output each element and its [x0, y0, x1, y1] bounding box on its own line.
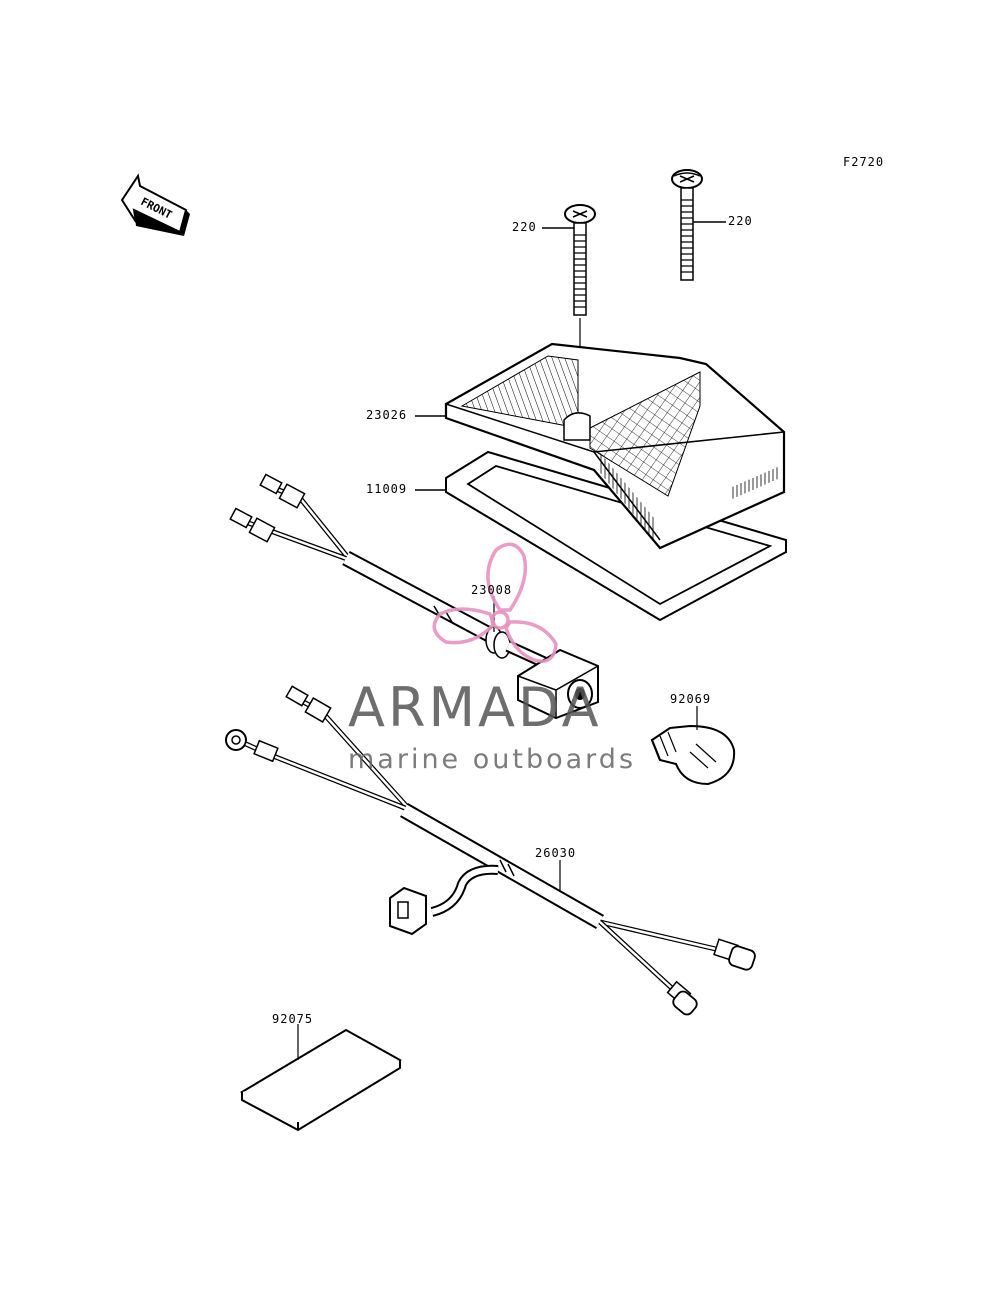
socket-assembly-icon	[229, 473, 599, 720]
front-arrow-icon: FRONT	[120, 173, 190, 236]
figure-code: F2720	[843, 155, 885, 169]
bolt-right-icon	[671, 169, 703, 281]
part-label-cover[interactable]: 23026	[366, 408, 408, 422]
part-label-pad[interactable]: 92075	[272, 1012, 314, 1026]
part-label-harness[interactable]: 26030	[535, 846, 577, 860]
watermark-subtitle: marine outboards	[348, 744, 637, 775]
part-label-bulb[interactable]: 92069	[670, 692, 712, 706]
watermark-title: ARMADA	[348, 676, 602, 739]
gasket-icon	[445, 450, 787, 622]
lamp-cover-icon	[444, 342, 786, 550]
pad-icon	[239, 1028, 402, 1132]
watermark-logo-icon	[432, 542, 558, 663]
part-label-bolt-left[interactable]: 220	[512, 220, 537, 234]
bulb-icon	[650, 724, 736, 786]
wire-harness-icon	[225, 685, 756, 1016]
part-label-gasket[interactable]: 11009	[366, 482, 408, 496]
part-label-socket[interactable]: 23008	[471, 583, 513, 597]
bolt-left-icon	[564, 204, 596, 316]
part-label-bolt-right[interactable]: 220	[728, 214, 753, 228]
